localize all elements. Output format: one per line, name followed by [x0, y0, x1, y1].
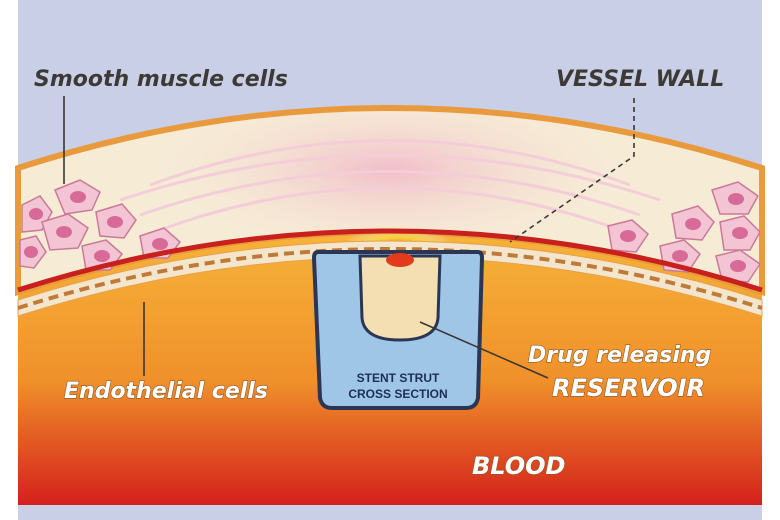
label-cross-section: CROSS SECTION	[348, 387, 447, 401]
label-vessel-wall: VESSEL WALL	[556, 67, 724, 92]
drug-hotspot	[386, 253, 414, 267]
label-blood: BLOOD	[472, 452, 565, 480]
label-drug-releasing: Drug releasing	[528, 343, 711, 368]
label-smooth-muscle-cells: Smooth muscle cells	[34, 67, 288, 92]
drug-reservoir	[360, 256, 440, 340]
label-endothelial-cells: Endothelial cells	[64, 379, 268, 404]
label-reservoir: RESERVOIR	[552, 374, 705, 402]
label-stent-strut: STENT STRUT	[357, 371, 440, 385]
